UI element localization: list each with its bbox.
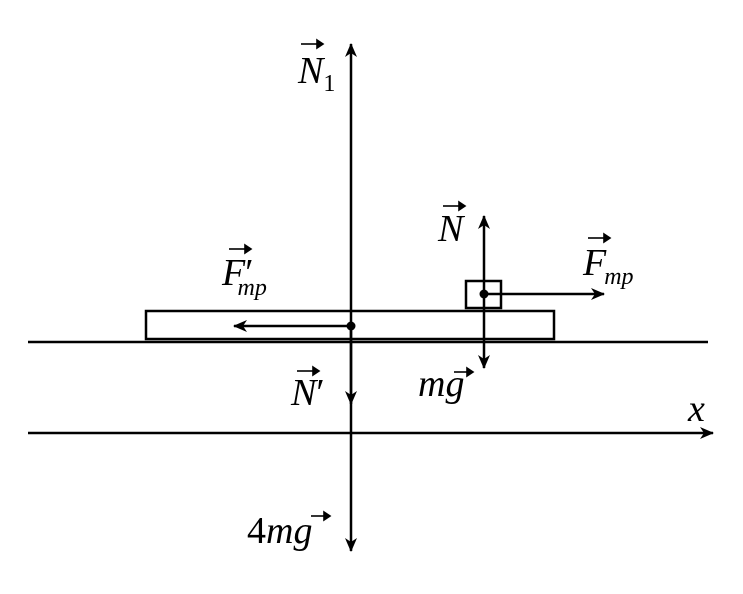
label-f-mp: Fmp xyxy=(582,242,634,290)
board-center-point xyxy=(346,321,356,331)
label-n-prime: N′ xyxy=(290,372,325,414)
label-4mg: 4mg xyxy=(247,510,312,552)
label-n1: N1 xyxy=(297,50,335,97)
label-mg: mg xyxy=(418,363,464,405)
vector-hats xyxy=(229,38,612,522)
label-x-axis: x xyxy=(687,388,705,430)
label-f-mp-prime: F′mp xyxy=(221,252,267,301)
block-center-point xyxy=(479,289,489,299)
label-n: N xyxy=(437,208,466,250)
